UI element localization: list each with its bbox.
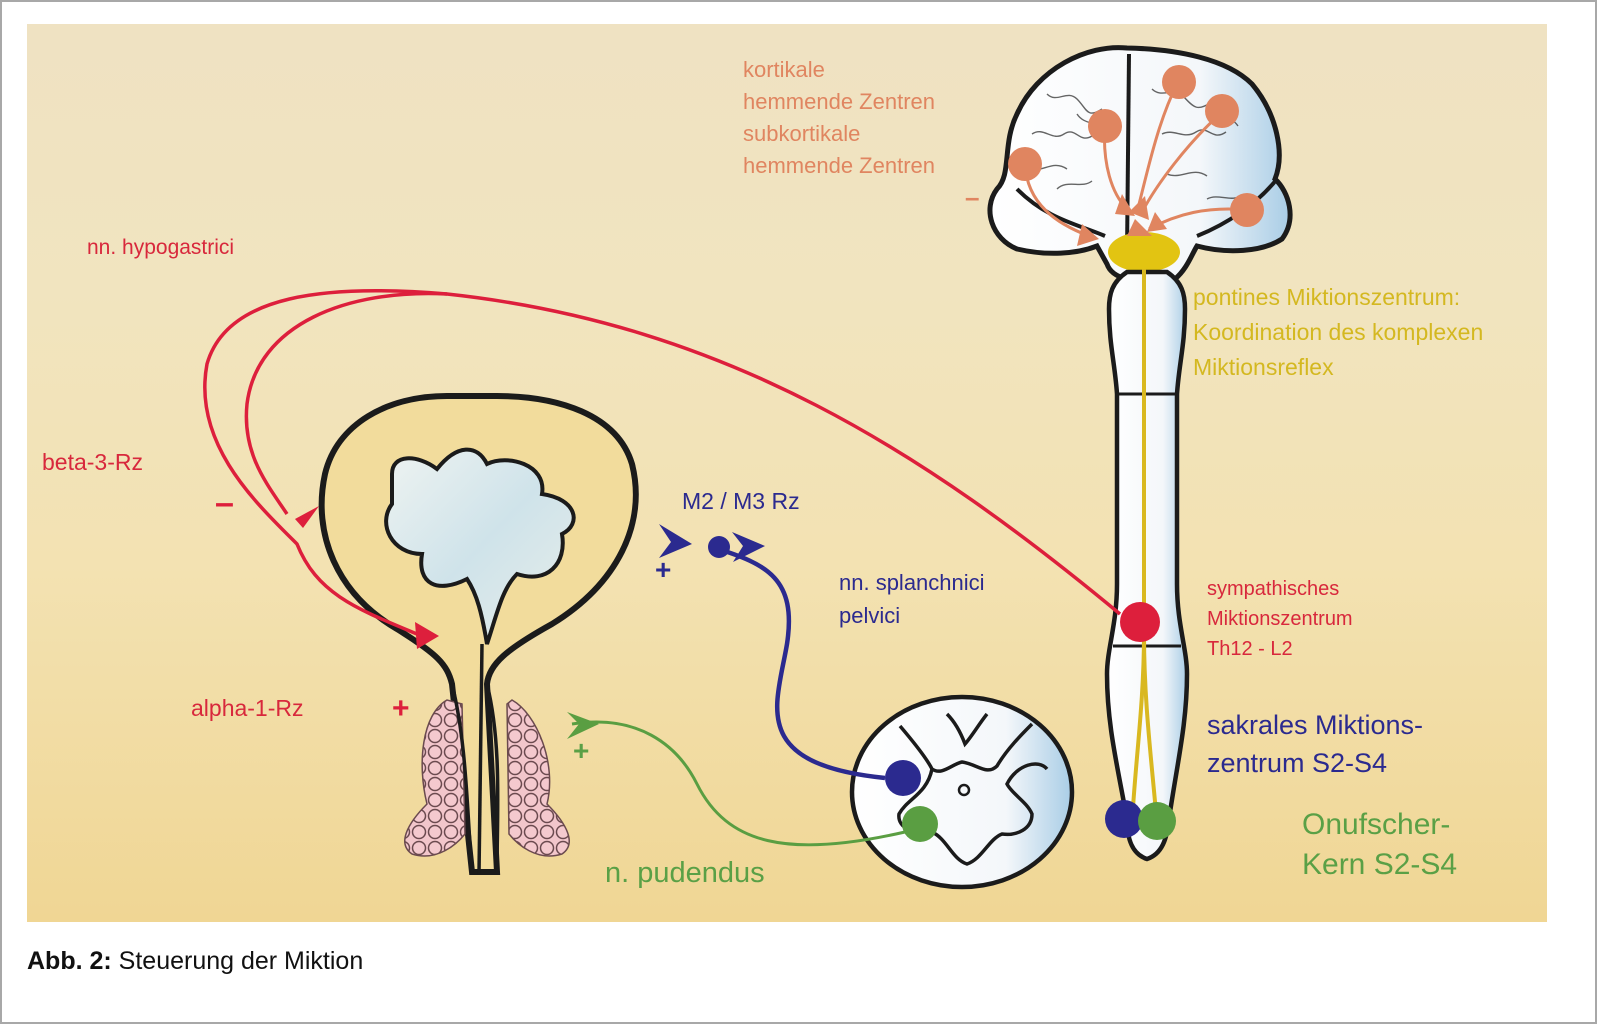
sacral-center-node [1105, 800, 1143, 838]
label-subcortical-2: hemmende Zentren [743, 153, 935, 178]
bladder [318, 393, 639, 875]
label-sacral-1: sakrales Miktions- [1207, 710, 1424, 740]
label-sympathetic-1: sympathisches [1207, 578, 1340, 600]
caption-label: Abb. 2: [27, 947, 112, 975]
label-sacral-2: zentrum S2-S4 [1207, 748, 1388, 778]
cortical-node [1008, 147, 1042, 181]
label-subcortical-1: subkortikale [743, 121, 861, 146]
label-cortical-2: hemmende Zentren [743, 89, 935, 114]
prostate [404, 683, 570, 873]
diagram-panel: kortikale hemmende Zentren subkortikale … [27, 24, 1547, 922]
cross-section-onuf-node [902, 806, 938, 842]
brain [987, 45, 1293, 284]
label-alpha1: alpha-1-Rz [191, 695, 304, 721]
label-pudendus: n. pudendus [605, 857, 765, 889]
hypogastric-arrowheads [295, 506, 439, 649]
cortical-node [1230, 193, 1264, 227]
label-onuf-2: Kern S2-S4 [1302, 848, 1458, 881]
cross-section-motor-node [885, 760, 921, 796]
cortical-node [1088, 109, 1122, 143]
hypogastric-nerves [203, 288, 1122, 636]
diagram-illustration [203, 45, 1293, 890]
label-hypogastric: nn. hypogastrici [87, 236, 235, 259]
label-sympathetic-3: Th12 - L2 [1207, 638, 1293, 660]
label-beta3: beta-3-Rz [42, 449, 143, 475]
label-m2m3: M2 / M3 Rz [682, 488, 800, 514]
spinal-cord [1104, 269, 1190, 862]
m2m3-excitation-sign: + [655, 554, 672, 585]
label-pontine-2: Koordination des komplexen [1193, 319, 1484, 345]
brain-inhibition-sign: – [965, 182, 980, 212]
label-splanchnic-2: pelvici [839, 603, 901, 628]
label-sympathetic-2: Miktionszentrum [1207, 608, 1353, 630]
sympathetic-center-node [1120, 602, 1160, 642]
label-onuf-1: Onufscher- [1302, 808, 1451, 841]
spinal-cross-section [849, 694, 1075, 890]
label-pontine-3: Miktionsreflex [1193, 354, 1334, 380]
cortical-node [1162, 65, 1196, 99]
caption-text: Steuerung der Miktion [111, 947, 364, 975]
label-splanchnic-1: nn. splanchnici [839, 570, 985, 595]
pudendus-nerve [567, 712, 906, 847]
alpha1-excitation-sign: + [392, 692, 410, 725]
beta3-inhibition-sign: – [215, 484, 234, 522]
cortical-node [1205, 94, 1239, 128]
label-pontine-1: pontines Miktionszentrum: [1193, 284, 1461, 310]
onuf-nucleus-node [1138, 802, 1176, 840]
cortical-nodes [1008, 65, 1264, 246]
figure-caption: Abb. 2: Steuerung der Miktion [27, 947, 363, 976]
label-cortical-1: kortikale [743, 57, 825, 82]
splanchnic-nerve [659, 524, 886, 781]
pudendus-excitation-sign: + [573, 735, 590, 766]
pontine-center-node [1108, 232, 1180, 272]
